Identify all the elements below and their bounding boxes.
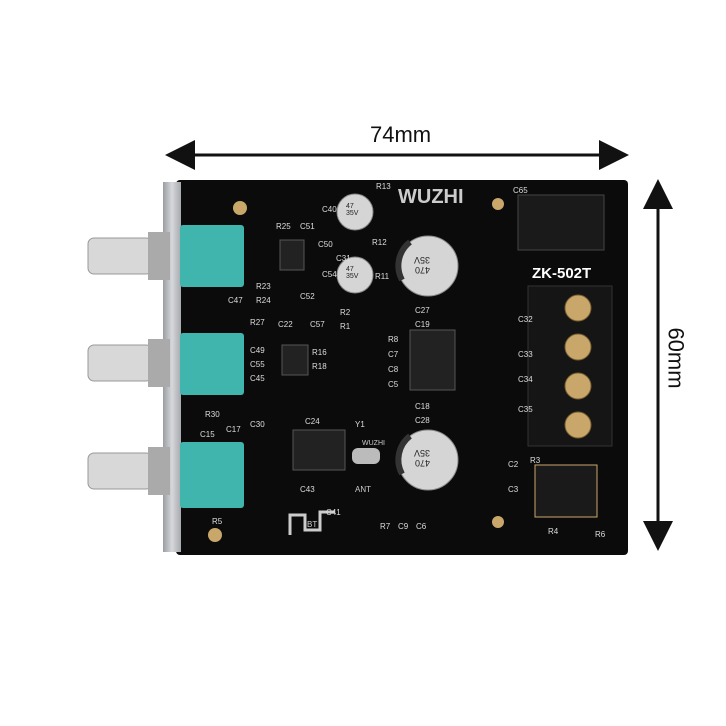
- silk-label: C34: [518, 375, 533, 384]
- silk-label: C54: [322, 270, 337, 279]
- terminal-screw[interactable]: [564, 333, 592, 361]
- silk-label: R5: [212, 517, 223, 526]
- silk-label: R8: [388, 335, 399, 344]
- silk-label: C51: [300, 222, 315, 231]
- ic-2: [281, 344, 309, 376]
- silk-label: C65: [513, 186, 528, 195]
- cap-large-label-2: 470 35V: [414, 448, 431, 468]
- mounting-hole: [492, 198, 504, 210]
- silk-label: C22: [278, 320, 293, 329]
- ant-label: ANT: [355, 485, 371, 494]
- dc-jack: [517, 194, 605, 251]
- crystal: [352, 448, 380, 464]
- silk-label: C24: [305, 417, 320, 426]
- brand-label: WUZHI: [398, 186, 464, 208]
- terminal-screw[interactable]: [564, 411, 592, 439]
- audio-jack[interactable]: [534, 464, 598, 518]
- mounting-hole: [492, 516, 504, 528]
- capacitor-470-bottom: [395, 429, 459, 491]
- silk-label: C8: [388, 365, 399, 374]
- silk-label: R16: [312, 348, 327, 357]
- silk-label: C17: [226, 425, 241, 434]
- terminal-screw[interactable]: [564, 294, 592, 322]
- silk-label: C47: [228, 296, 243, 305]
- cap-small-label: 47 35V: [346, 203, 359, 217]
- silk-label: R25: [276, 222, 291, 231]
- knob-2[interactable]: [87, 333, 244, 395]
- silk-label: R13: [376, 182, 391, 191]
- silk-label: C40: [322, 205, 337, 214]
- amplifier-chip: [409, 329, 456, 391]
- mounting-hole: [208, 528, 222, 542]
- silk-label: C35: [518, 405, 533, 414]
- capacitor-47-top: [336, 193, 374, 231]
- silk-label: Y1: [355, 420, 365, 429]
- silk-label: C3: [508, 485, 519, 494]
- silk-label: C50: [318, 240, 333, 249]
- silk-label: R23: [256, 282, 271, 291]
- mounting-hole: [233, 201, 247, 215]
- silk-label: C7: [388, 350, 399, 359]
- silk-label: C6: [416, 522, 427, 531]
- silk-label: C49: [250, 346, 265, 355]
- cap-small-label-2: 47 35V: [346, 266, 359, 280]
- silk-label: R6: [595, 530, 606, 539]
- silk-label: R2: [340, 308, 351, 317]
- silk-label: R4: [548, 527, 559, 536]
- silk-label: C27: [415, 306, 430, 315]
- silk-label: C2: [508, 460, 519, 469]
- silk-label: C32: [518, 315, 533, 324]
- silk-label: C52: [300, 292, 315, 301]
- silk-label: R11: [375, 272, 390, 281]
- bluetooth-chip: [292, 429, 346, 471]
- silk-label: C28: [415, 416, 430, 425]
- width-label: 74mm: [370, 122, 432, 147]
- bt-label: BT: [307, 520, 318, 529]
- silk-label: C43: [300, 485, 315, 494]
- chip-label: WUZHI: [362, 440, 385, 447]
- antenna-trace: [288, 510, 335, 535]
- silk-label: C33: [518, 350, 533, 359]
- silk-label: C9: [398, 522, 409, 531]
- silk-label: C19: [415, 320, 430, 329]
- silk-label: C15: [200, 430, 215, 439]
- knob-1[interactable]: [87, 225, 244, 287]
- silk-label: R1: [340, 322, 351, 331]
- silk-label: C18: [415, 402, 430, 411]
- silk-label: R24: [256, 296, 271, 305]
- silk-label: R27: [250, 318, 265, 327]
- silk-label: R3: [530, 456, 541, 465]
- silk-label: C31: [336, 254, 351, 263]
- silk-label: R18: [312, 362, 327, 371]
- model-label: ZK-502T: [532, 265, 592, 282]
- silk-label: C30: [250, 420, 265, 429]
- silk-label: C41: [326, 508, 341, 517]
- terminal-screw[interactable]: [564, 372, 592, 400]
- silk-label: C5: [388, 380, 399, 389]
- silk-label: C57: [310, 320, 325, 329]
- cap-large-label: 470 35V: [414, 255, 431, 275]
- capacitor-470-top: [395, 235, 459, 297]
- knob-3[interactable]: [87, 442, 244, 508]
- capacitor-47-bottom: [336, 256, 374, 294]
- silk-label: R7: [380, 522, 391, 531]
- silk-label: C45: [250, 374, 265, 383]
- ic-1: [279, 239, 305, 271]
- silk-label: R30: [205, 410, 220, 419]
- silk-label: C55: [250, 360, 265, 369]
- silk-label: R12: [372, 238, 387, 247]
